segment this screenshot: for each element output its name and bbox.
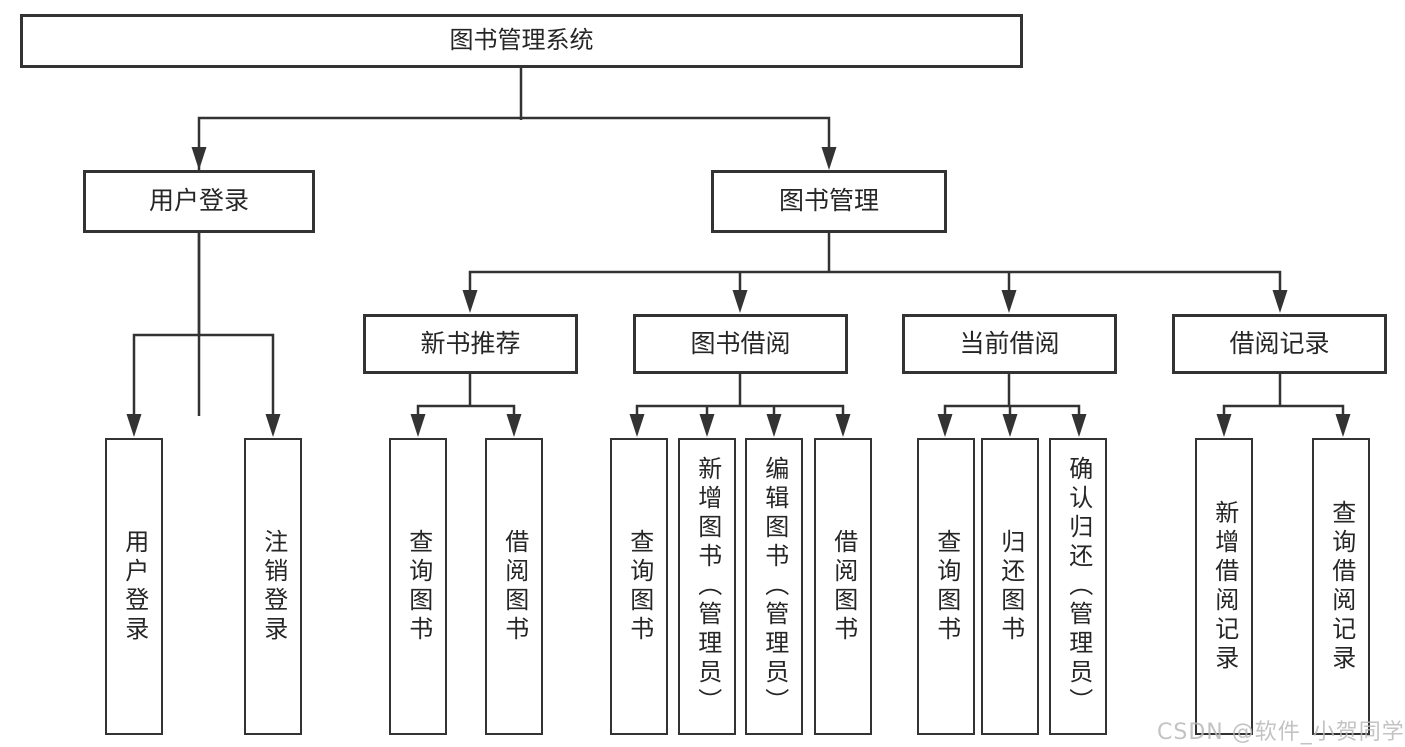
leaf-query-borrow-record: 查询借阅记录	[1312, 438, 1370, 735]
down-arrow-icon	[1001, 290, 1017, 313]
connector-path	[1222, 374, 1345, 419]
connector-path	[416, 374, 516, 419]
node-user-login: 用户登录	[83, 170, 315, 233]
leaf-query-books-borrow: 查询图书	[610, 438, 668, 735]
down-arrow-icon	[699, 414, 715, 437]
connector-path	[635, 374, 845, 419]
down-arrow-icon	[265, 414, 281, 437]
leaf-return-books: 归还图书	[981, 438, 1039, 735]
node-current-borrow: 当前借阅	[902, 314, 1117, 374]
down-arrow-icon	[629, 414, 645, 437]
down-arrow-icon	[937, 414, 953, 437]
down-arrow-icon	[821, 147, 837, 170]
down-arrow-icon	[191, 147, 207, 170]
down-arrow-icon	[1335, 414, 1351, 437]
down-arrow-icon	[410, 414, 426, 437]
node-library-system: 图书管理系统	[20, 14, 1023, 68]
leaf-logout: 注销登录	[244, 438, 302, 735]
leaf-user-login: 用户登录	[105, 438, 163, 735]
down-arrow-icon	[1272, 290, 1288, 313]
down-arrow-icon	[732, 290, 748, 313]
leaf-borrow-books-recommend: 借阅图书	[485, 438, 543, 735]
down-arrow-icon	[1002, 414, 1018, 437]
down-arrow-icon	[506, 414, 522, 437]
connector-path	[132, 233, 275, 419]
watermark: CSDN @软件_小贺同学	[1157, 720, 1405, 745]
node-new-book-recommend: 新书推荐	[363, 314, 578, 374]
down-arrow-icon	[835, 414, 851, 437]
leaf-edit-books-admin: 编辑图书（管理员）	[745, 438, 803, 735]
node-borrow-records: 借阅记录	[1172, 314, 1387, 374]
connector-path	[468, 233, 1282, 295]
leaf-add-books-admin: 新增图书（管理员）	[678, 438, 736, 735]
connector-path	[197, 68, 831, 416]
leaf-query-books-current: 查询图书	[917, 438, 975, 735]
down-arrow-icon	[766, 414, 782, 437]
connector-path	[943, 374, 1081, 419]
leaf-borrow-books: 借阅图书	[814, 438, 872, 735]
down-arrow-icon	[126, 414, 142, 437]
leaf-confirm-return-admin: 确认归还（管理员）	[1049, 438, 1107, 735]
node-book-management: 图书管理	[711, 170, 947, 233]
down-arrow-icon	[1216, 414, 1232, 437]
node-book-borrow: 图书借阅	[633, 314, 848, 374]
leaf-add-borrow-record: 新增借阅记录	[1195, 438, 1253, 735]
leaf-query-books-recommend: 查询图书	[389, 438, 447, 735]
down-arrow-icon	[462, 290, 478, 313]
down-arrow-icon	[1071, 414, 1087, 437]
